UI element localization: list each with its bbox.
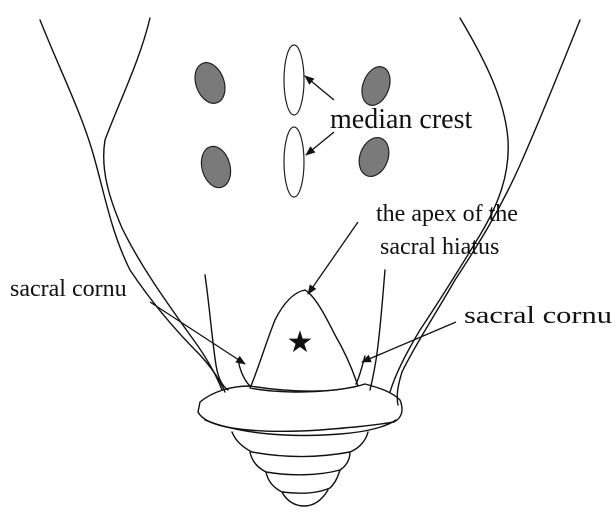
apex-arrow xyxy=(308,222,358,294)
apex-label-line1: the apex of the xyxy=(376,201,518,227)
foramen-lower-left xyxy=(197,143,235,191)
sacral-cornu-label-right: sacral cornu xyxy=(464,303,612,329)
median-crest-arrow-lower xyxy=(306,132,334,155)
coccyx-segment-2 xyxy=(250,452,350,475)
sacral-cornu-label-left: sacral cornu xyxy=(10,276,127,302)
median-crest-tubercle-lower xyxy=(284,127,304,197)
right-cornu-arrow xyxy=(362,322,456,362)
foramen-lower-right xyxy=(354,133,394,180)
foramen-upper-right xyxy=(357,63,395,109)
left-lateral-crest xyxy=(205,275,228,390)
median-crest-tubercle-upper xyxy=(284,45,304,115)
apex-label-line2: sacral hiatus xyxy=(380,234,499,260)
right-lateral-crest xyxy=(370,270,385,390)
right-sacral-cornu xyxy=(356,356,365,384)
foramen-upper-left xyxy=(190,58,231,107)
coccyx-base xyxy=(198,384,402,431)
star-icon: ★ xyxy=(287,325,314,360)
median-crest-label: median crest xyxy=(330,104,472,135)
left-cornu-arrow xyxy=(150,302,245,364)
median-crest-arrow-upper xyxy=(305,76,334,100)
